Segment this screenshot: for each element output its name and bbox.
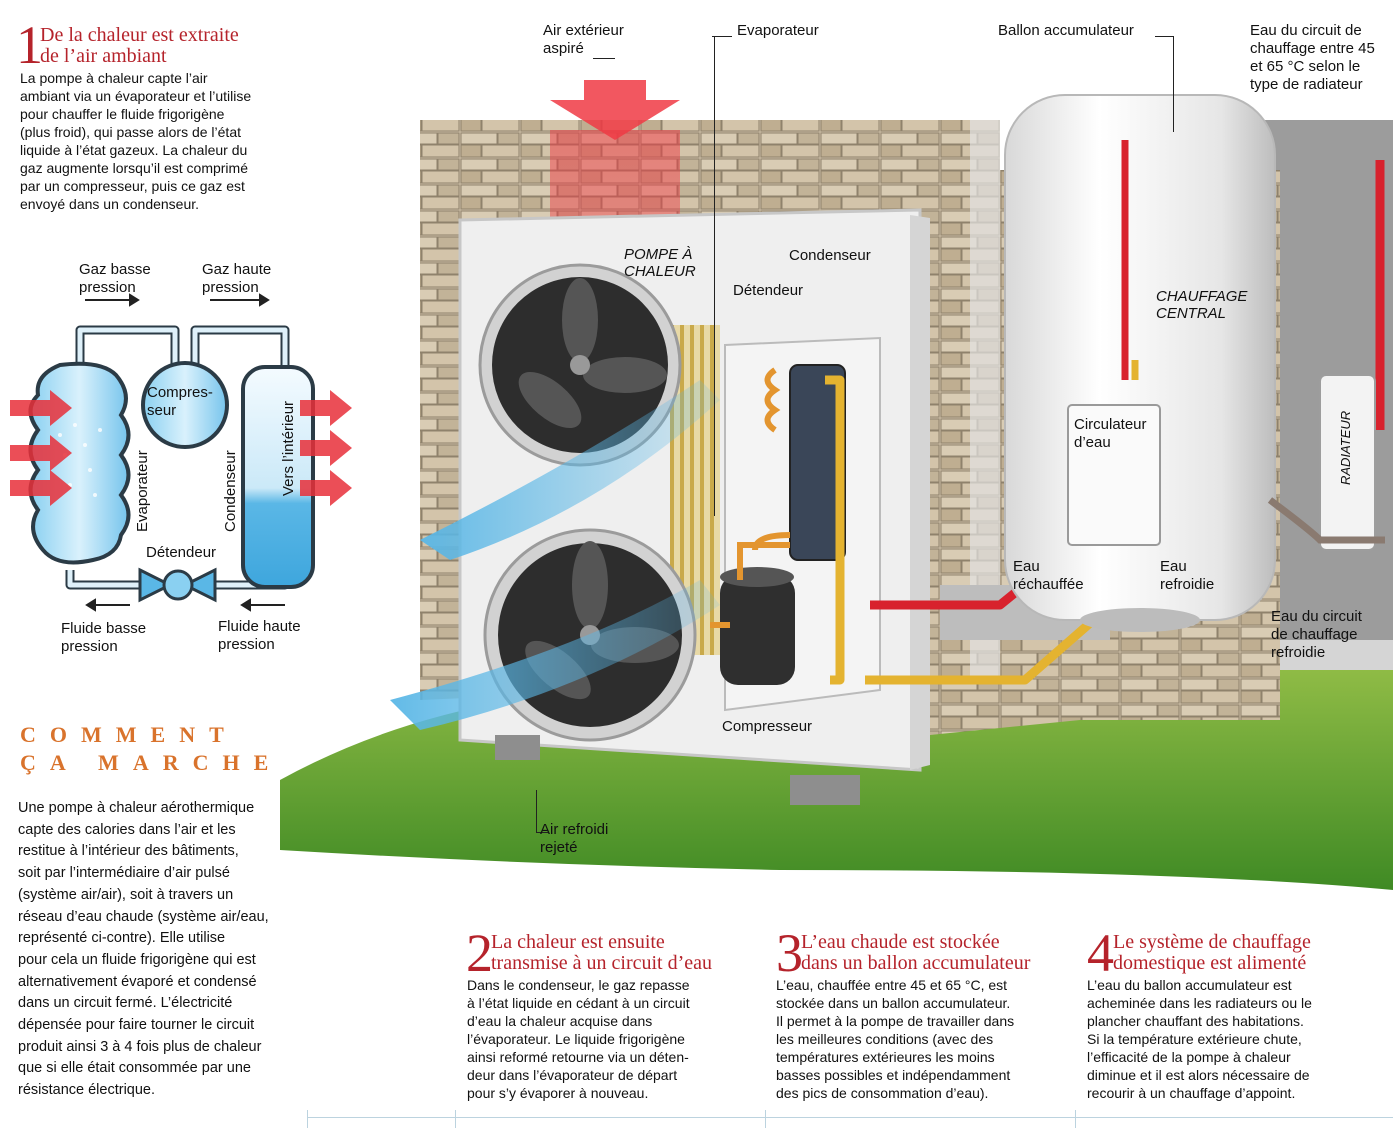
comment-heading-line1: COMMENT	[20, 722, 238, 747]
tank-label: Ballon accumulateur	[998, 22, 1134, 39]
cold-air-upper-icon	[420, 380, 720, 560]
incoming-air-arrow-icon	[550, 80, 680, 140]
circulator-label: Circulateur d’eau	[1074, 416, 1147, 451]
air-in-label: Air extérieur aspiré	[543, 22, 624, 57]
cold-air-lower-icon	[390, 580, 720, 730]
compressor-label: Compresseur	[722, 718, 813, 735]
schema-fluid-high-label: Fluide haute pression	[218, 618, 301, 653]
radiator-label: RADIATEUR	[1338, 410, 1353, 485]
water-heated-label: Eau réchauffée	[1013, 558, 1084, 593]
condenser-exchanger	[789, 364, 846, 561]
heat-out-arrows-icon	[300, 390, 352, 506]
water-circuit-label: Eau du circuit de chauffage entre 45 et …	[1250, 22, 1375, 93]
compressor-unit	[720, 567, 795, 685]
central-heating-label: CHAUFFAGE CENTRAL	[1156, 288, 1248, 322]
fan-upper-icon	[478, 263, 682, 467]
schema-expander-label: Détendeur	[146, 544, 217, 561]
circuit-cooled-label: Eau du circuit de chauffage refroidie	[1271, 608, 1362, 661]
expander-label: Détendeur	[733, 282, 804, 299]
condenser-label: Condenseur	[789, 247, 871, 264]
evaporator-coil-icon	[28, 361, 131, 565]
water-cooled-label: Eau refroidie	[1160, 558, 1215, 593]
step2-title: La chaleur est ensuite transmise à un ci…	[491, 931, 713, 974]
step2-number: 2	[466, 923, 493, 983]
step1-text: La pompe à chaleur capte l’air ambiant v…	[20, 70, 252, 212]
step2-text: Dans le condenseur, le gaz repasse à l’é…	[467, 977, 690, 1101]
step3-title: L’eau chaude est stockée dans un ballon …	[801, 931, 1031, 974]
step1-number: 1	[16, 15, 43, 75]
heat-pump-label: POMPE À CHALEUR	[624, 246, 696, 280]
comment-heading-line2: ÇA MARCHE	[20, 750, 283, 775]
step1-title: De la chaleur est extraite de l’air ambi…	[40, 24, 239, 67]
schema-fluid-low-label: Fluide basse pression	[61, 620, 147, 655]
expander-valve-icon	[138, 567, 217, 603]
step4-number: 4	[1087, 923, 1114, 983]
schema-compressor-label: Compres- seur	[147, 384, 213, 419]
step4-text: L’eau du ballon accumulateur est achemin…	[1087, 977, 1312, 1101]
step3-number: 3	[776, 923, 803, 983]
radiator-unit	[1267, 374, 1385, 551]
comment-text: Une pompe à chaleur aérothermique capte …	[18, 800, 269, 1099]
air-out-label: Air refroidi rejeté	[540, 821, 609, 856]
refrigerant-cycle-diagram	[10, 293, 352, 612]
evaporator-label: Evaporateur	[737, 22, 819, 39]
condenser-icon	[241, 365, 315, 589]
compressor-icon	[141, 361, 229, 449]
step3-text: L’eau, chauffée entre 45 et 65 °C, est s…	[776, 977, 1015, 1101]
storage-tank	[1004, 94, 1276, 632]
heat-pump-illustration	[280, 80, 1393, 890]
step4-title: Le système de chauffage domestique est a…	[1113, 931, 1311, 974]
schema-gas-low-label: Gaz basse pression	[79, 261, 151, 296]
water-circulator	[1067, 404, 1161, 546]
schema-condenser-label: Condenseur	[222, 450, 239, 532]
schema-evaporator-label: Evaporateur	[134, 450, 151, 532]
heat-in-arrows-icon	[10, 390, 72, 506]
schema-gas-high-label: Gaz haute pression	[202, 261, 272, 296]
